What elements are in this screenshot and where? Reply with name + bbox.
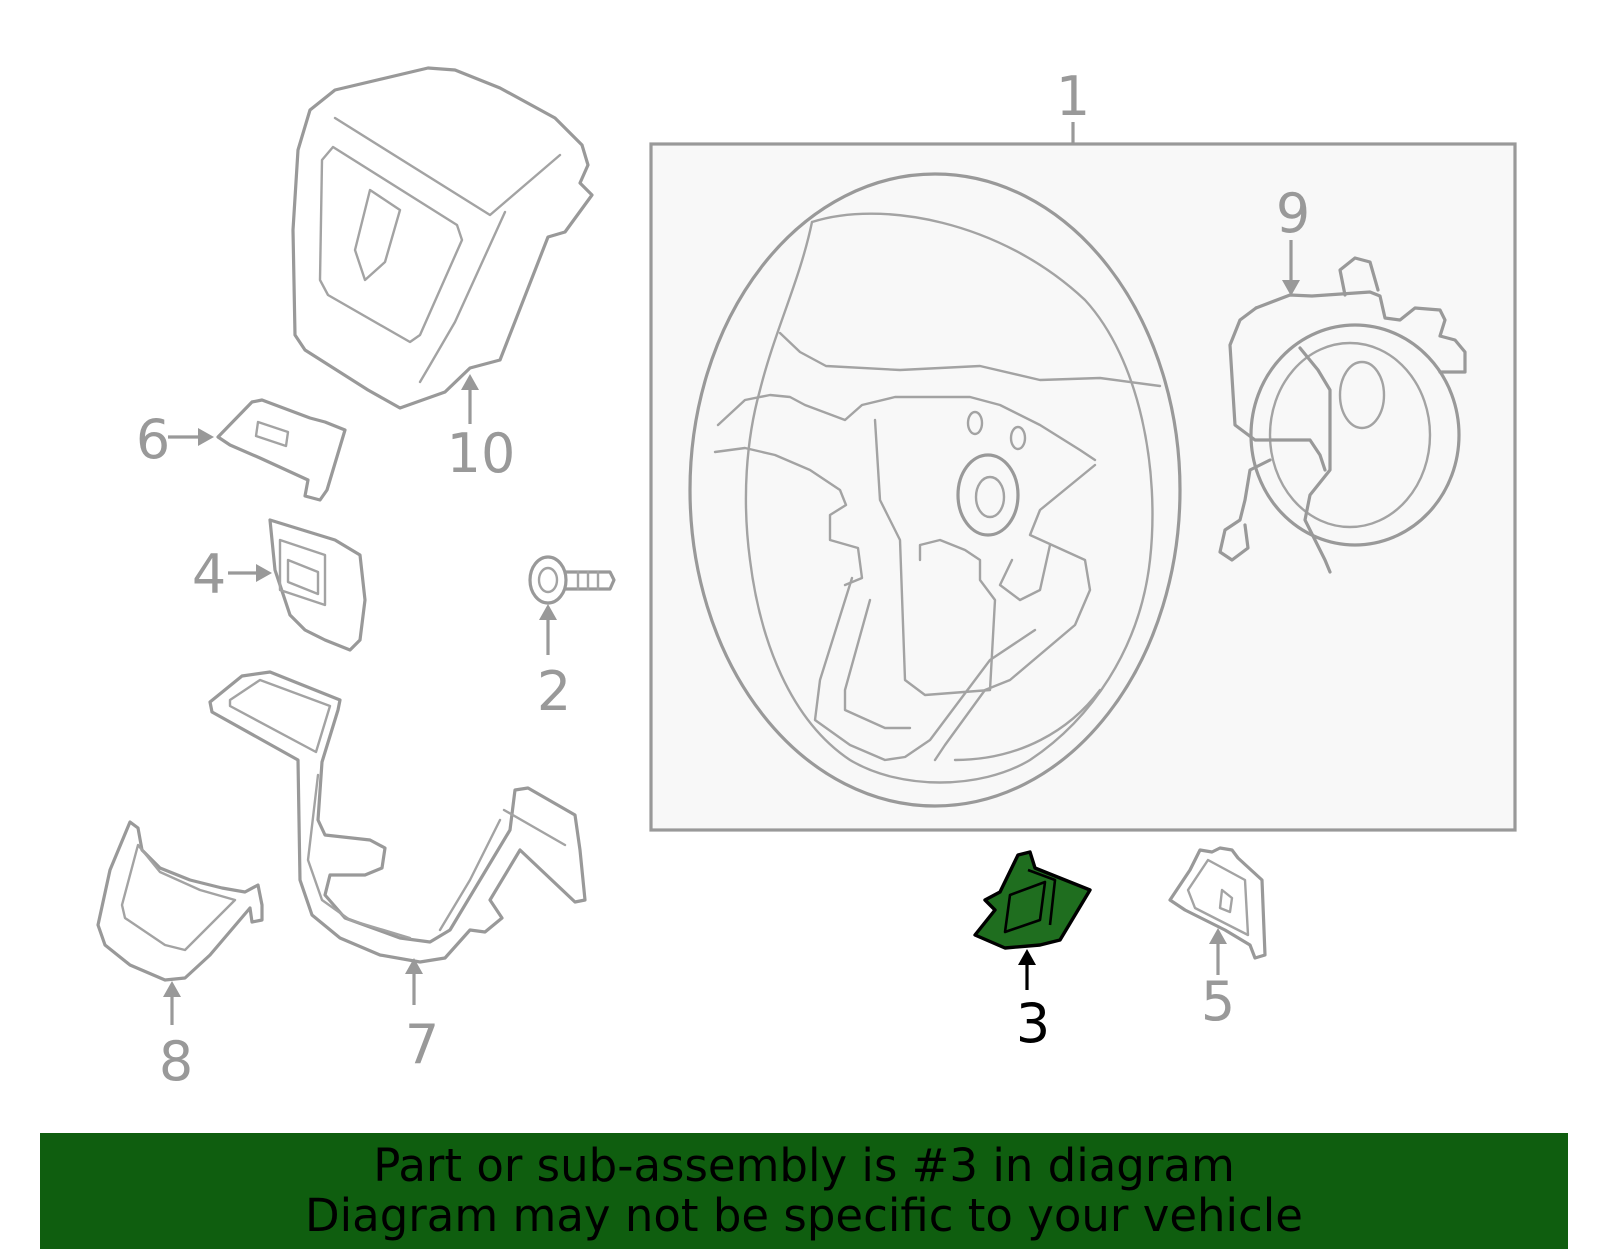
clock-spring-frame bbox=[1228, 306, 1327, 472]
clock-spring-body bbox=[1249, 323, 1461, 547]
wheel-hub-center bbox=[956, 453, 1020, 537]
wheel-hub-hole-a bbox=[966, 410, 984, 436]
part-2-bolt[interactable] bbox=[528, 555, 616, 655]
clock-spring-wire bbox=[1298, 346, 1332, 574]
bolt-head bbox=[528, 555, 568, 605]
callout-6: 6 bbox=[136, 408, 170, 471]
wheel-rim-inner bbox=[744, 212, 1154, 784]
part-10-arrowhead bbox=[461, 374, 479, 390]
part-6-switch-trim[interactable] bbox=[168, 398, 347, 502]
switch-5-body bbox=[1168, 846, 1267, 960]
wheel-hub-hole-b bbox=[1009, 425, 1027, 451]
callout-8: 8 bbox=[159, 1030, 193, 1093]
switch-trim-6-inset bbox=[254, 420, 290, 448]
wheel-top-spoke bbox=[778, 331, 1162, 388]
airbag-logo bbox=[353, 188, 402, 282]
callout-9: 9 bbox=[1276, 182, 1310, 245]
airbag-side bbox=[418, 210, 507, 384]
part-4-arrowhead bbox=[256, 564, 272, 582]
part-6-arrowhead bbox=[198, 428, 214, 446]
switch-3-face bbox=[1003, 880, 1047, 934]
part-5-arrowhead bbox=[1209, 928, 1227, 944]
wheel-hub-center-inner bbox=[974, 475, 1006, 519]
wheel-right-spoke-b bbox=[998, 543, 1052, 602]
lower-cover-7-arm bbox=[306, 773, 567, 940]
callout-2: 2 bbox=[537, 660, 571, 723]
bezel-8 bbox=[96, 820, 264, 982]
part-10-airbag[interactable] bbox=[291, 66, 594, 424]
clock-spring-hub bbox=[1338, 360, 1386, 430]
switch-5-button bbox=[1218, 888, 1234, 914]
part-8-arrowhead bbox=[163, 981, 181, 997]
wheel-rim-outer bbox=[688, 172, 1182, 808]
clock-spring-connector bbox=[1338, 256, 1380, 297]
lower-cover-7-inner bbox=[228, 678, 332, 754]
bolt-shank bbox=[564, 570, 616, 591]
switch-trim-6 bbox=[216, 398, 347, 502]
airbag-face bbox=[318, 145, 464, 344]
part-5-switch[interactable] bbox=[1168, 846, 1267, 975]
wheel-hub bbox=[873, 418, 997, 697]
switch-5-face bbox=[1186, 858, 1250, 937]
callout-10: 10 bbox=[447, 422, 516, 485]
banner-line-1: Part or sub-assembly is #3 in diagram bbox=[373, 1139, 1235, 1192]
airbag-outer bbox=[291, 66, 594, 410]
callout-7: 7 bbox=[405, 1013, 439, 1076]
part-7-lower-cover[interactable] bbox=[208, 670, 587, 1005]
clock-spring-inner bbox=[1268, 341, 1432, 529]
part-1-steering-wheel[interactable] bbox=[649, 122, 1517, 832]
bezel-8-inner bbox=[120, 843, 237, 952]
wheel-rim-lower-arc bbox=[953, 688, 1102, 762]
banner-line-2: Diagram may not be specific to your vehi… bbox=[305, 1189, 1303, 1242]
clock-spring-plug bbox=[1218, 458, 1272, 562]
wheel-left-spoke-lower bbox=[713, 446, 864, 587]
callout-5: 5 bbox=[1201, 970, 1235, 1033]
callout-3: 3 bbox=[1016, 992, 1050, 1055]
bolt-thread bbox=[576, 570, 600, 591]
lower-cover-7 bbox=[208, 670, 587, 964]
part-2-arrowhead bbox=[539, 604, 557, 620]
part-9-clock-spring[interactable] bbox=[1218, 240, 1467, 574]
part-4-switch[interactable] bbox=[228, 518, 367, 652]
wheel-bottom-spoke bbox=[813, 576, 1037, 762]
part-3-arrowhead bbox=[1018, 949, 1036, 965]
part-info-banner: Part or sub-assembly is #3 in diagram Di… bbox=[40, 1133, 1568, 1249]
part-1-box bbox=[649, 142, 1517, 832]
clock-spring-housing bbox=[1254, 290, 1467, 374]
airbag-edge bbox=[333, 116, 562, 217]
wheel-right-spoke bbox=[933, 463, 1097, 762]
switch-4-button bbox=[286, 558, 320, 596]
callout-1: 1 bbox=[1056, 65, 1090, 128]
bolt-head-inner bbox=[537, 566, 559, 594]
switch-4-body bbox=[268, 518, 367, 652]
part-7-arrowhead bbox=[405, 958, 423, 974]
part-3-switch-highlighted[interactable] bbox=[973, 850, 1092, 990]
wheel-bottom-spoke-inner bbox=[843, 598, 912, 730]
switch-4-face bbox=[278, 538, 327, 607]
switch-3-body bbox=[973, 850, 1092, 950]
part-8-bezel[interactable] bbox=[96, 820, 264, 1025]
callout-4: 4 bbox=[192, 543, 226, 606]
wheel-left-spoke bbox=[716, 393, 1097, 462]
part-9-arrowhead bbox=[1282, 280, 1300, 296]
switch-3-edge bbox=[1027, 868, 1057, 926]
